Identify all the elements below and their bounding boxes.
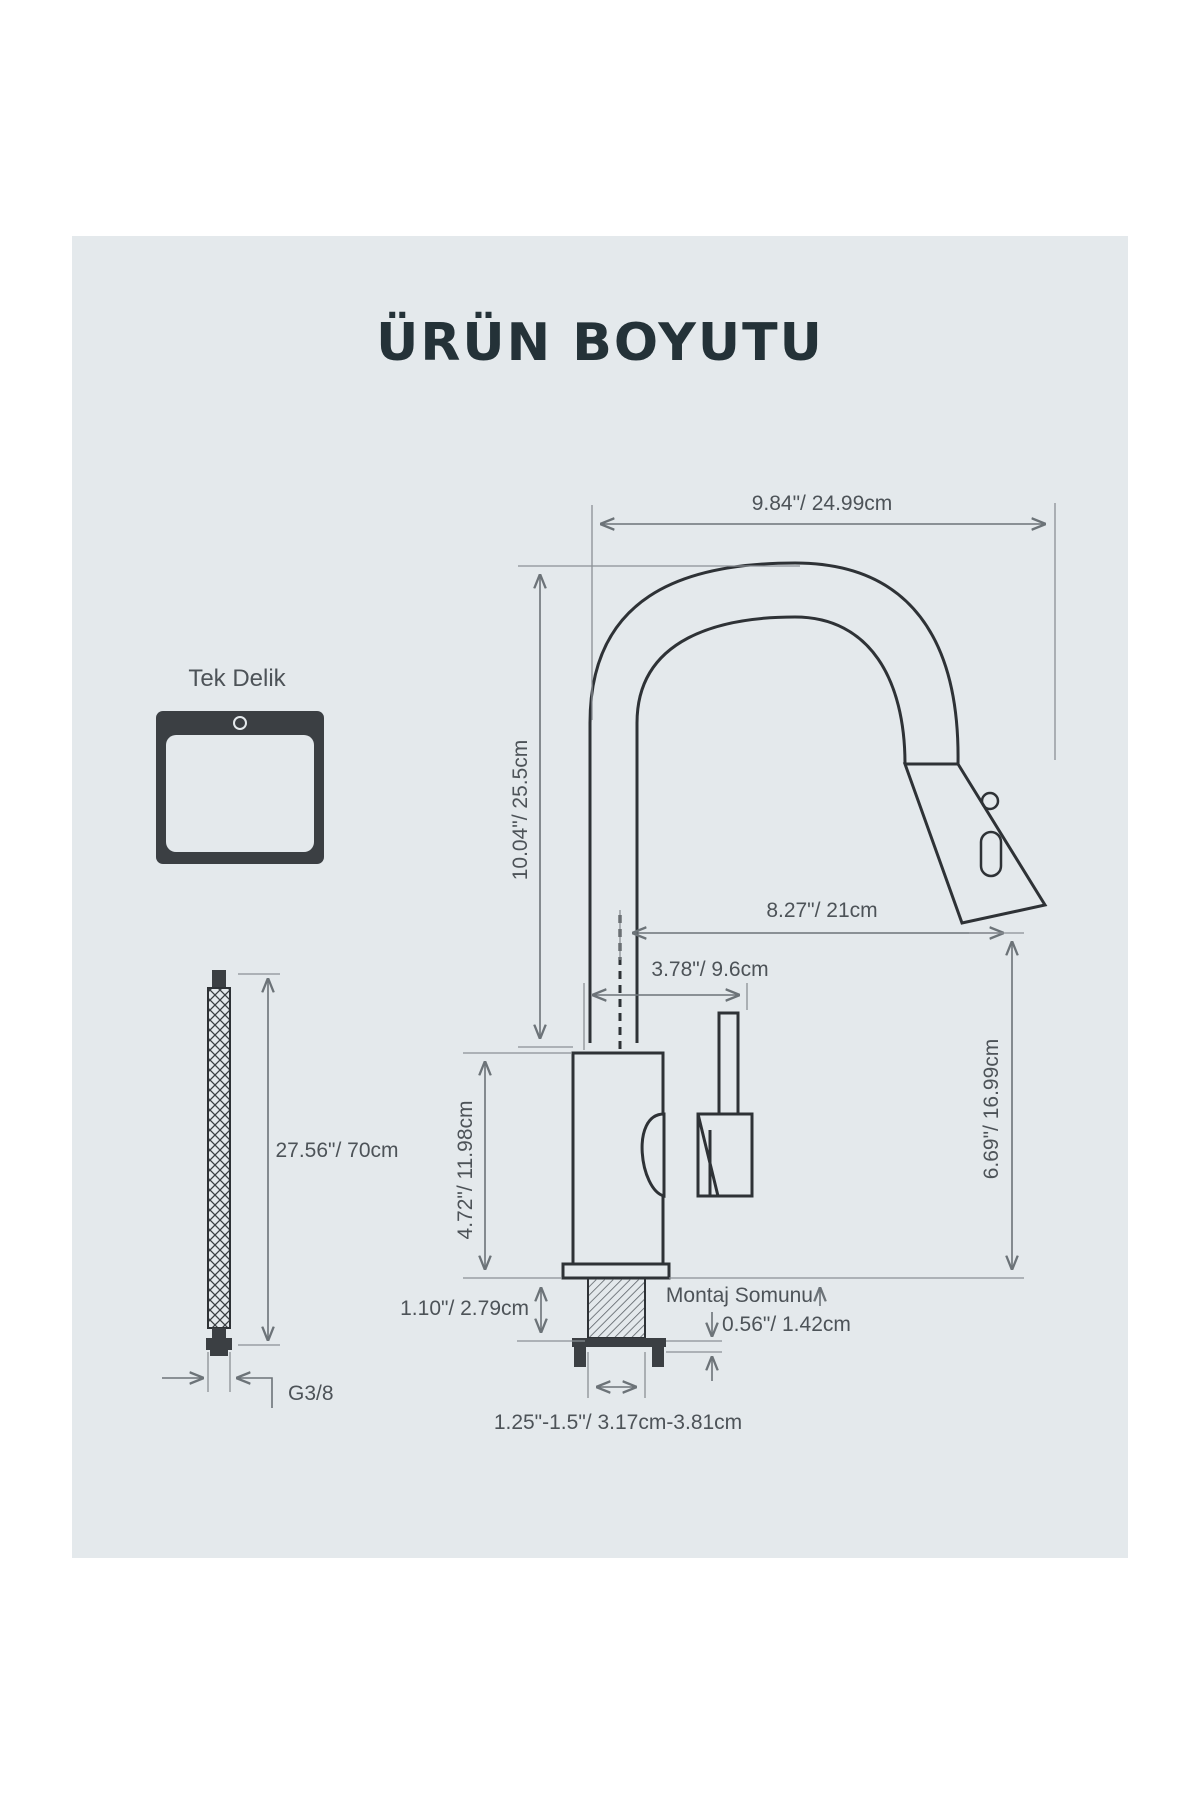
hose-icon bbox=[206, 970, 232, 1356]
thread-label: G3/8 bbox=[288, 1382, 334, 1405]
faucet-drawing bbox=[561, 561, 1048, 1367]
nut-thickness-label: 0.56"/ 1.42cm bbox=[722, 1313, 851, 1336]
hose-length-label: 27.56"/ 70cm bbox=[275, 1139, 398, 1162]
mounting-nut-label: Montaj Somunu bbox=[666, 1284, 813, 1307]
spout-reach-label: 8.27"/ 21cm bbox=[766, 899, 877, 922]
page-title: ÜRÜN BOYUTU bbox=[376, 311, 824, 373]
single-hole-sink-icon bbox=[156, 711, 324, 864]
spout-height-label: 10.04"/ 25.5cm bbox=[509, 740, 532, 881]
overall-width-label: 9.84"/ 24.99cm bbox=[752, 492, 893, 515]
outlet-height-label: 6.69"/ 16.99cm bbox=[980, 1039, 1003, 1180]
sink-label: Tek Delik bbox=[188, 665, 286, 692]
shank-length-label: 1.10"/ 2.79cm bbox=[400, 1297, 529, 1320]
handle-offset-label: 3.78"/ 9.6cm bbox=[651, 958, 768, 981]
body-height-label: 4.72"/ 11.98cm bbox=[454, 1101, 477, 1240]
hole-diameter-label: 1.25"-1.5"/ 3.17cm-3.81cm bbox=[494, 1411, 742, 1434]
